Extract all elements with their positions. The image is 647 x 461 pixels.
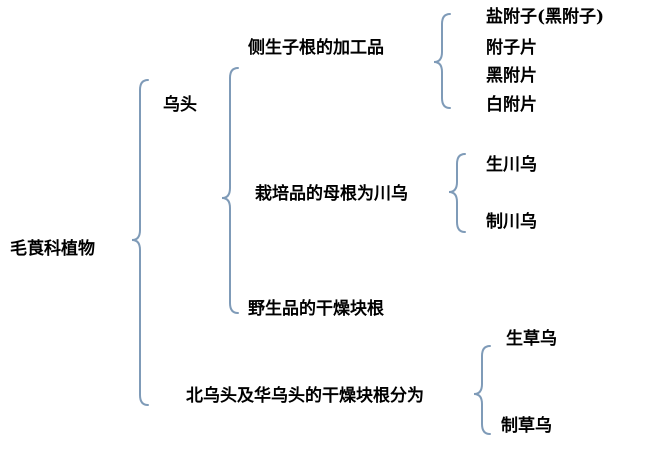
caowu-brace [473,345,491,435]
caowu-item: 制草乌 [501,416,552,436]
root-label: 毛莨科植物 [10,239,95,259]
lateral-root-label: 侧生子根的加工品 [248,38,384,58]
lateral-root-item: 黑附片 [486,66,537,86]
wutou-brace [221,67,239,314]
caowu-label: 北乌头及华乌头的干燥块根分为 [186,386,424,406]
wutou-label: 乌头 [163,95,197,115]
lateral-root-brace [433,13,451,109]
lateral-root-item: 盐附子(黑附子) [486,7,605,27]
wild-root-label: 野生品的干燥块根 [248,299,384,319]
root-brace [131,79,149,406]
lateral-root-item: 白附片 [486,95,537,115]
chuanwu-item: 生川乌 [486,155,537,175]
caowu-item: 生草乌 [506,329,557,349]
chuanwu-label: 栽培品的母根为川乌 [255,184,408,204]
chuanwu-brace [448,153,466,233]
lateral-root-item: 附子片 [486,38,537,58]
chuanwu-item: 制川乌 [486,212,537,232]
